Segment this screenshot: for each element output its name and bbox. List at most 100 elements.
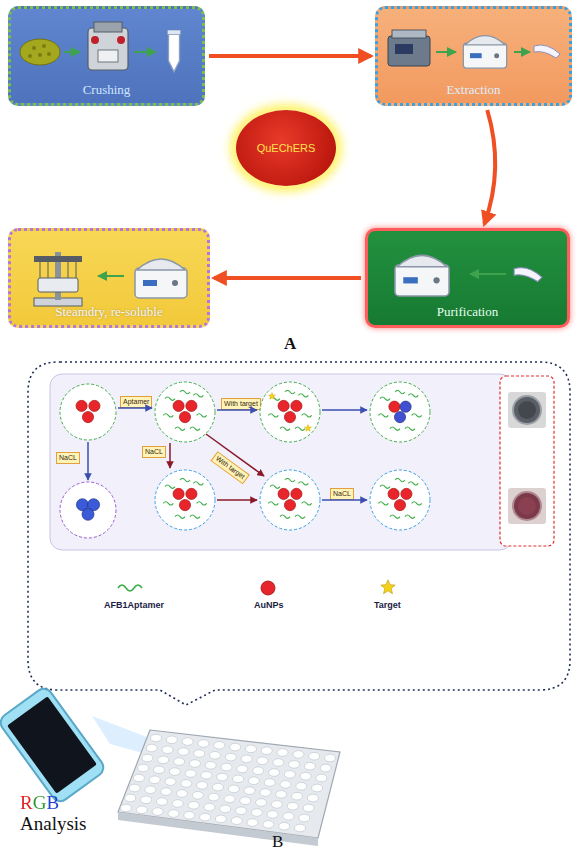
svg-ellipse (260, 789, 271, 797)
svg-ellipse (145, 786, 156, 794)
svg-ellipse (280, 781, 291, 789)
svg-ellipse (215, 815, 226, 823)
svg-circle (370, 382, 430, 442)
svg-line (217, 409, 257, 411)
step-tag: NaCL (142, 446, 166, 458)
svg-ellipse (166, 736, 177, 744)
svg-use (135, 259, 187, 298)
node-label: With target (213, 454, 246, 482)
svg-ellipse (121, 804, 132, 812)
svg-ellipse (307, 794, 318, 802)
svg-ellipse (194, 750, 205, 758)
crushing-icons (20, 22, 181, 72)
svg-circle (155, 470, 215, 530)
svg-ellipse (224, 795, 235, 803)
svg-circle (518, 497, 536, 515)
svg-ellipse (296, 782, 307, 790)
legend-text: Target (374, 600, 401, 610)
svg-circle (117, 36, 125, 44)
svg-ellipse (161, 788, 172, 796)
svg-use (514, 268, 542, 282)
svg-use (173, 488, 197, 510)
microplate (118, 730, 340, 846)
svg-ellipse (273, 759, 284, 767)
svg-ellipse (188, 802, 199, 810)
svg-rect (38, 278, 78, 292)
svg-ellipse (295, 824, 306, 832)
purification-icons (395, 255, 542, 296)
svg-rect (34, 298, 82, 306)
svg-ellipse (198, 740, 209, 748)
svg-ellipse (158, 756, 169, 764)
svg-ellipse (192, 792, 203, 800)
svg-ellipse (151, 734, 162, 742)
svg-use (378, 390, 421, 430)
svg-circle (260, 470, 320, 530)
svg-ellipse (230, 743, 241, 751)
svg-ellipse (20, 39, 60, 65)
svg-ellipse (236, 807, 247, 815)
svg-ellipse (241, 755, 252, 763)
svg-use (381, 580, 395, 594)
flow-arrow (484, 110, 495, 224)
process-box: Crushing (8, 6, 205, 106)
svg-use (463, 36, 506, 69)
svg-ellipse (293, 751, 304, 759)
svg-ellipse (221, 763, 232, 771)
svg-rect (7, 696, 97, 793)
svg-ellipse (149, 776, 160, 784)
svg-line (322, 409, 367, 411)
svg-line (118, 407, 152, 409)
svg-ellipse (279, 822, 290, 830)
svg-use (268, 392, 275, 399)
svg-ellipse (133, 774, 144, 782)
node-label: Crushing (83, 82, 131, 98)
svg-ellipse (309, 752, 320, 760)
step-tag: With target (210, 451, 249, 484)
svg-circle (32, 46, 36, 50)
svg-ellipse (289, 761, 300, 769)
svg-ellipse (292, 792, 303, 800)
svg-circle (370, 470, 430, 530)
method-ellipse: QuEChERS (236, 110, 336, 186)
svg-ellipse (162, 746, 173, 754)
svg-circle (518, 401, 536, 419)
svg-ellipse (181, 780, 192, 788)
svg-ellipse (271, 801, 282, 809)
svg-line (217, 499, 257, 501)
svg-ellipse (267, 811, 278, 819)
svg-ellipse (263, 821, 274, 829)
svg-line (87, 442, 89, 480)
svg-circle (513, 396, 541, 424)
svg-ellipse (177, 790, 188, 798)
svg-ellipse (142, 754, 153, 762)
svg-rect (94, 22, 122, 32)
svg-ellipse (287, 802, 298, 810)
svg-circle (91, 36, 99, 44)
svg-ellipse (256, 799, 267, 807)
svg-ellipse (233, 775, 244, 783)
svg-ellipse (283, 812, 294, 820)
svg-use (388, 488, 412, 510)
svg-circle (513, 492, 541, 520)
svg-circle (155, 382, 215, 442)
process-box: Extraction (375, 6, 572, 106)
svg-line (68, 262, 69, 278)
svg-ellipse (276, 791, 287, 799)
svg-ellipse (138, 764, 149, 772)
panel-letter: A (284, 334, 296, 354)
svg-ellipse (284, 771, 295, 779)
svg-ellipse (201, 772, 212, 780)
svg-ellipse (217, 773, 228, 781)
svg-use (167, 30, 180, 72)
svg-circle (38, 53, 42, 57)
svg-line (134, 51, 156, 53)
svg-ellipse (154, 766, 165, 774)
svg-circle (261, 581, 275, 595)
analysis-label: RGB (20, 792, 59, 814)
svg-use (304, 424, 311, 431)
step-tag: NaCL (330, 488, 354, 500)
svg-polygon (118, 812, 318, 846)
svg-use (163, 390, 206, 430)
